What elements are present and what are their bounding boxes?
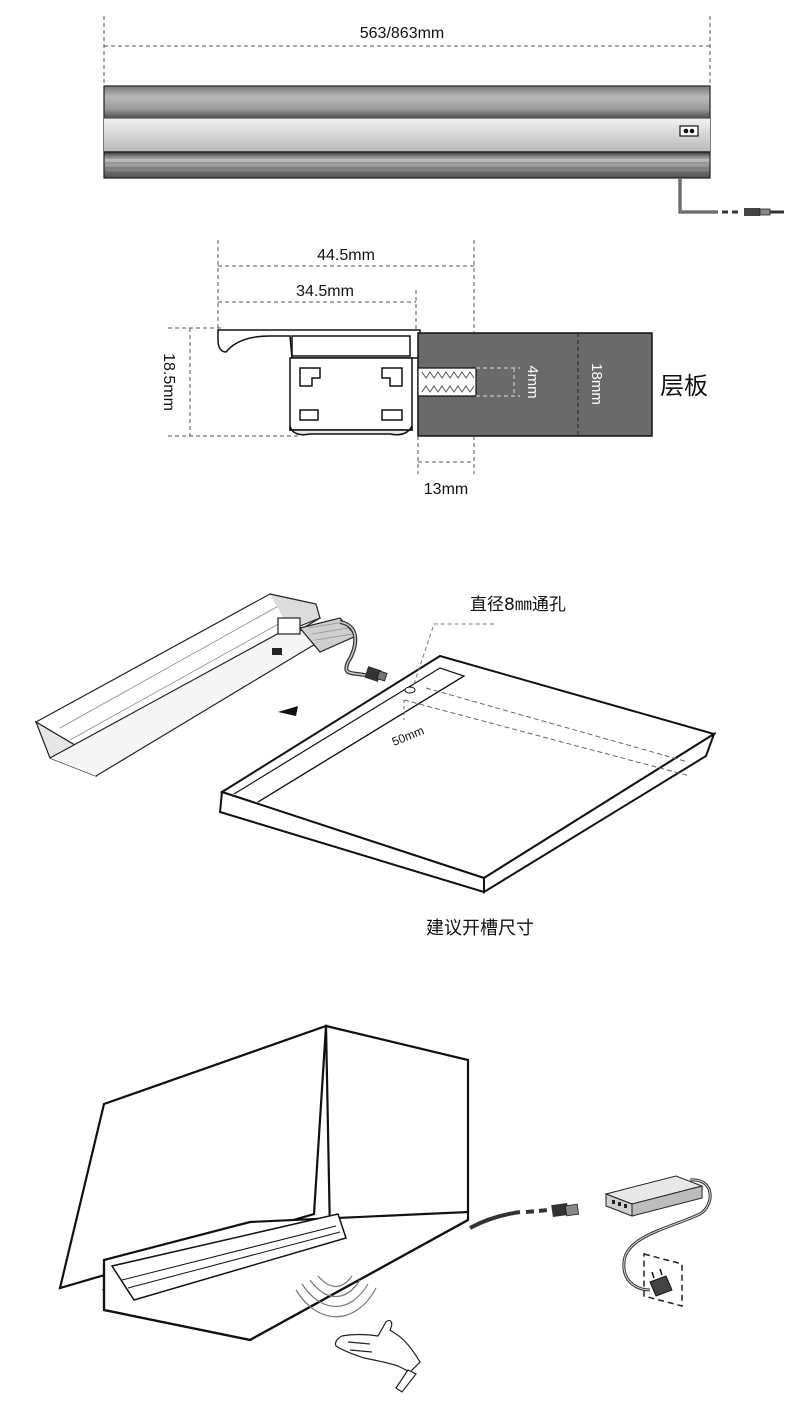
hand-icon [334, 1319, 421, 1393]
connector-icon [364, 666, 388, 682]
hole-leader-line [413, 623, 496, 685]
sensor-waves-icon [295, 1275, 377, 1318]
cabinet [58, 1024, 470, 1342]
board-thickness-label: 18mm [588, 363, 605, 405]
aluminium-profile [217, 329, 421, 436]
slot-height-label: 4mm [524, 365, 541, 398]
bar-cable [678, 178, 784, 216]
width-total-label: 44.5mm [317, 247, 375, 264]
slot-depth-label: 13mm [424, 481, 468, 498]
connector-icon [551, 1202, 580, 1218]
length-label: 563/863mm [360, 25, 445, 42]
height-label: 18.5mm [160, 353, 177, 411]
power-adapter-icon [604, 1175, 712, 1307]
top-bar-section: 563/863mm [103, 16, 784, 216]
profile-perspective [34, 593, 357, 777]
hole-label: 直径8㎜通孔 [470, 595, 566, 615]
sensor-window-icon [679, 125, 699, 137]
cabinet-cable [469, 1202, 580, 1230]
width-profile-label: 34.5mm [296, 283, 354, 300]
arrow-icon [278, 706, 298, 716]
cabinet-section [58, 1024, 712, 1393]
caption: 建议开槽尺寸 [426, 918, 534, 939]
board-label: 层板 [660, 372, 708, 400]
shelf-board: 4mm 18mm [417, 332, 653, 437]
shelf-board-perspective [218, 654, 717, 894]
installation-section: 直径8㎜通孔 50mm 建议开槽尺寸 [34, 593, 717, 939]
connector-icon [744, 208, 784, 216]
led-bar [103, 85, 711, 179]
cross-section: 44.5mm 34.5mm 18.5mm [160, 240, 708, 498]
